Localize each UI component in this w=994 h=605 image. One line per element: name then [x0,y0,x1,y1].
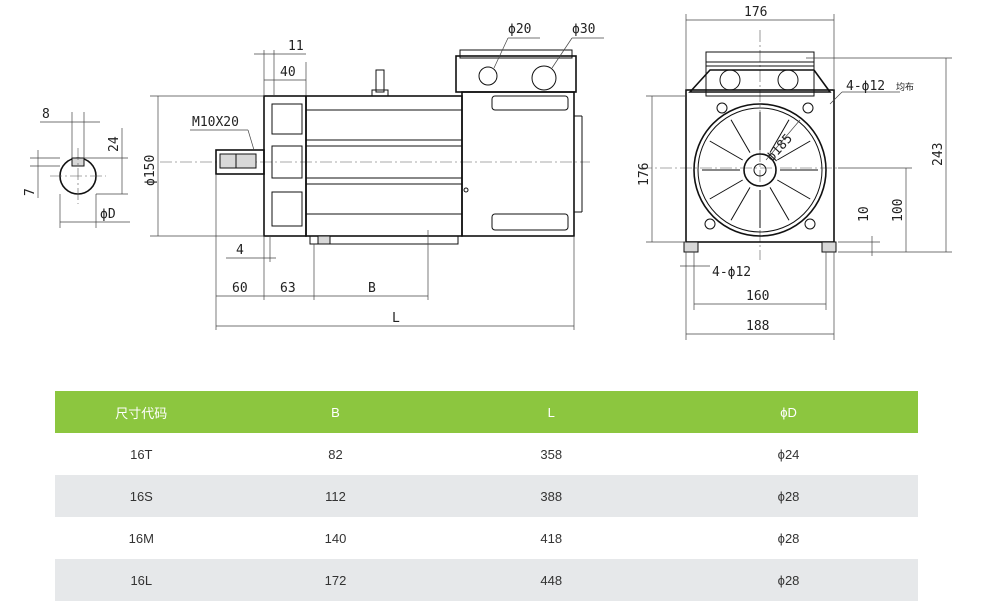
dim-60: 60 [232,281,248,296]
cell-l: 448 [540,572,563,588]
cooling-rib [777,140,811,161]
dim-key-height: 24 [107,136,122,152]
cooling-rib [730,119,751,153]
header-phi-d: ϕD [780,404,797,420]
table-row: 16S 112 388 ϕ28 [55,475,918,517]
cell-b: 172 [324,572,347,588]
dim-185: ϕ185 [764,131,796,164]
header-l: L [547,404,555,420]
dim-holes-top: 4-ϕ12 [846,79,885,94]
dim-key-offset: 7 [23,188,38,196]
cell-phi-d: ϕ28 [777,488,800,504]
motor-side-view [150,37,604,330]
dim-phi20: ϕ20 [508,22,531,37]
dim-150: ϕ150 [143,155,158,186]
cell-l: 358 [540,446,563,462]
dim-l: L [392,311,400,326]
cell-b: 82 [328,446,343,462]
dim-100: 100 [891,199,906,222]
dim-4: 4 [236,243,244,258]
motor-dimension-drawing: 8 24 7 ϕD [23,5,952,340]
cell-size-code: 16L [130,572,153,588]
table-row: 16M 140 418 ϕ28 [55,517,918,559]
motor-front-view [640,14,952,340]
dim-176-side: 176 [637,163,652,186]
cooling-rib [769,119,790,153]
dim-holes-note: 均布 [896,81,914,93]
cooling-rib [769,187,790,221]
dim-phi30: ϕ30 [572,22,595,37]
cooling-ribs [702,112,818,228]
dim-160: 160 [746,289,769,304]
dim-thread: M10X20 [192,115,239,130]
cell-phi-d: ϕ28 [777,572,800,588]
dim-10: 10 [857,206,872,222]
header-size-code: 尺寸代码 [115,405,168,421]
cell-phi-d: ϕ24 [777,446,800,462]
cell-size-code: 16T [130,446,153,462]
table-row: 16T 82 358 ϕ24 [55,433,918,475]
cell-l: 418 [540,530,563,546]
dim-11: 11 [288,39,304,54]
cooling-rib [709,140,743,161]
dim-40: 40 [280,65,296,80]
cell-size-code: 16M [128,530,154,546]
cell-b: 140 [324,530,347,546]
dim-b: B [368,281,376,296]
cooling-rib [730,187,751,221]
dim-188: 188 [746,319,769,334]
dim-243: 243 [931,143,946,166]
cell-b: 112 [325,488,346,504]
header-b: B [331,404,340,420]
table-header-row: 尺寸代码 B L ϕD [55,391,918,433]
dim-key-width: 8 [42,107,50,122]
cooling-rib [709,179,743,200]
cell-size-code: 16S [129,488,153,504]
size-table: 尺寸代码 B L ϕD 16T 82 358 ϕ24 16S 112 388 ϕ… [55,391,918,601]
cell-phi-d: ϕ28 [777,530,800,546]
dim-176-top: 176 [744,5,767,20]
cell-l: 388 [540,488,563,504]
shaft-end-view [30,112,130,228]
table-row: 16L 172 448 ϕ28 [55,559,918,601]
dim-shaft-diameter: ϕD [100,207,116,222]
dim-63: 63 [280,281,296,296]
dim-holes-bottom: 4-ϕ12 [712,265,751,280]
cooling-rib [777,179,811,200]
